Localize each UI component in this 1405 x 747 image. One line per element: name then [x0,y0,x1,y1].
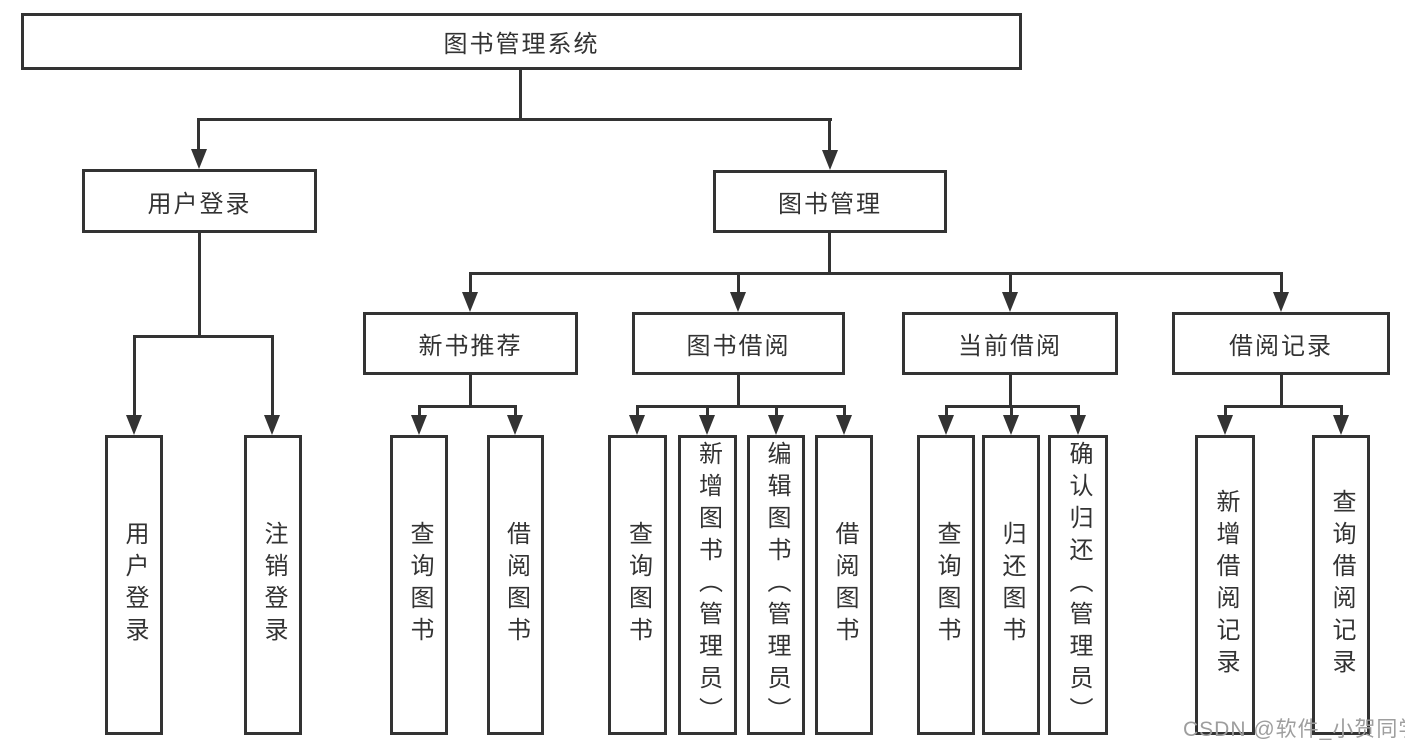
leaf-add-books-admin: 新增图书（管理员） [678,435,737,735]
connector-user-horizontal [133,335,274,338]
connector-cat0-horizontal [418,405,517,408]
arrowhead [629,415,645,435]
connector-leaf-stem [1010,405,1013,417]
connector-cat3-horizontal [1224,405,1342,408]
connector-leaf-stem [418,405,421,417]
leaf-logout: 注销登录 [244,435,302,735]
arrowhead [462,292,478,312]
leaf-label: 查询图书 [933,521,960,649]
arrowhead [822,150,838,170]
leaf-add-borrow-record: 新增借阅记录 [1195,435,1255,735]
connector-leaf-stem [514,405,517,417]
leaf-label: 用户登录 [121,521,148,649]
connector-leaf-stem [1224,405,1227,417]
leaf-label: 新增借阅记录 [1212,489,1239,681]
arrowhead [191,149,207,169]
arrowhead [1002,292,1018,312]
arrowhead [411,415,427,435]
connector-leaf-stem [636,405,639,417]
leaf-label: 借阅图书 [831,521,858,649]
connector-root-stem [519,70,522,118]
node-root: 图书管理系统 [21,13,1022,70]
connector-cat0-down [469,375,472,405]
connector-leaf-stem [1077,405,1080,417]
connector-mgmt-stem [828,118,831,152]
connector-leaf-stem [1340,405,1343,417]
connector-leaf-stem [945,405,948,417]
connector-user-stem [197,118,200,151]
leaf-label: 新增图书（管理员） [694,441,722,729]
leaf-query-borrow-records: 查询借阅记录 [1312,435,1370,735]
node-book-borrowing-label: 图书借阅 [686,333,791,360]
leaf-query-books-current: 查询图书 [917,435,975,735]
connector-cat-stem [737,272,740,294]
leaf-query-books-borrowing: 查询图书 [608,435,667,735]
arrowhead [507,415,523,435]
node-book-borrowing: 图书借阅 [632,312,845,375]
node-borrowing-records: 借阅记录 [1172,312,1390,375]
node-new-book-recommend: 新书推荐 [363,312,578,375]
connector-cat-stem [1009,272,1012,294]
connector-mgmt-horizontal [469,272,1282,275]
leaf-label: 编辑图书（管理员） [763,441,790,729]
connector-user-down [198,233,201,335]
node-new-book-recommend-label: 新书推荐 [418,333,523,360]
arrowhead [264,415,280,435]
arrowhead [1273,292,1289,312]
connector-cat3-down [1280,375,1283,405]
arrowhead [938,415,954,435]
connector-root-horizontal [197,118,832,121]
leaf-label: 归还图书 [998,521,1025,649]
connector-leaf-stem [843,405,846,417]
arrowhead [768,415,784,435]
leaf-label: 查询借阅记录 [1328,489,1355,681]
node-current-borrowing: 当前借阅 [902,312,1118,375]
leaf-borrow-books: 借阅图书 [815,435,873,735]
connector-cat2-down [1009,375,1012,405]
leaf-label: 注销登录 [260,521,287,649]
node-book-management-label: 图书管理 [778,191,882,218]
leaf-edit-books-admin: 编辑图书（管理员） [747,435,805,735]
arrowhead [1070,415,1086,435]
node-current-borrowing-label: 当前借阅 [958,333,1062,360]
node-root-label: 图书管理系统 [443,31,600,58]
node-borrowing-records-label: 借阅记录 [1229,333,1333,360]
arrowhead [699,415,715,435]
leaf-label: 确认归还（管理员） [1065,441,1092,729]
arrowhead [1003,415,1019,435]
leaf-confirm-return-admin: 确认归还（管理员） [1048,435,1108,735]
connector-cat1-horizontal [636,405,845,408]
connector-leaf-stem [133,335,136,417]
connector-cat1-down [737,375,740,405]
connector-leaf-stem [706,405,709,417]
arrowhead [1333,415,1349,435]
leaf-return-books: 归还图书 [982,435,1040,735]
leaf-borrow-books-recommend: 借阅图书 [487,435,544,735]
connector-cat-stem [469,272,472,294]
connector-leaf-stem [775,405,778,417]
csdn-watermark: CSDN @软件_小贺同学 [1183,718,1405,741]
leaf-label: 查询图书 [406,521,433,649]
arrowhead [836,415,852,435]
leaf-user-login: 用户登录 [105,435,163,735]
node-user-login-branch: 用户登录 [82,169,317,233]
connector-cat-stem [1280,272,1283,294]
leaf-label: 借阅图书 [502,521,530,649]
node-user-login-branch-label: 用户登录 [147,190,252,218]
leaf-label: 查询图书 [624,521,652,649]
arrowhead [1217,415,1233,435]
connector-mgmt-down [828,233,831,272]
leaf-query-books-recommend: 查询图书 [390,435,448,735]
arrowhead [730,292,746,312]
node-book-management: 图书管理 [713,170,947,233]
arrowhead [126,415,142,435]
connector-leaf-stem [271,335,274,417]
